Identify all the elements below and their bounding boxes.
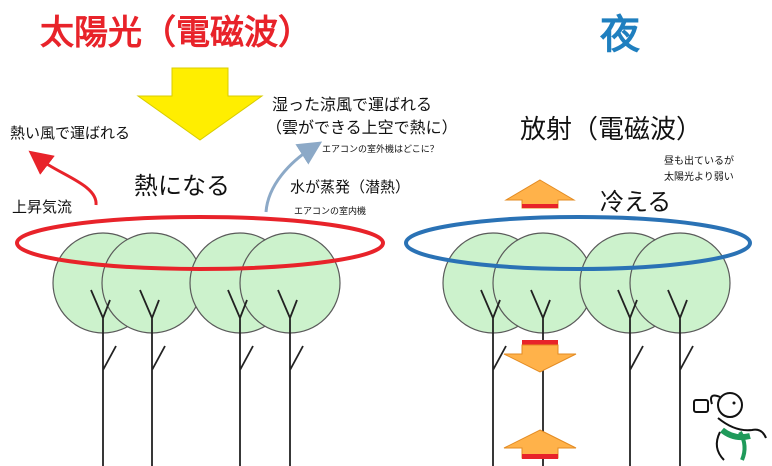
night-tree-trunk xyxy=(480,289,507,466)
night-tree-trunk xyxy=(617,289,644,466)
day-tree-trunk xyxy=(227,289,254,466)
heat-down-arrow-icon xyxy=(503,340,577,373)
radiation-up-arrow-icon xyxy=(504,179,576,209)
cool-wind-label-line2: （雲ができる上空で熱に） xyxy=(266,118,458,137)
ac-indoor-label: エアコンの室内機 xyxy=(294,205,366,217)
cool-evaporation-arrow-icon xyxy=(264,141,323,213)
night-note-line2: 太陽光より弱い xyxy=(664,170,734,183)
ground-up-arrow-icon xyxy=(503,429,577,459)
cools-label: 冷える xyxy=(600,188,671,216)
updraft-label: 上昇気流 xyxy=(12,198,72,216)
hot-updraft-arrow-icon xyxy=(28,150,98,206)
radiation-label: 放射（電磁波） xyxy=(520,115,702,145)
day-tree-trunks xyxy=(90,289,304,466)
day-title: 太陽光（電磁波） xyxy=(40,13,312,53)
night-title: 夜 xyxy=(599,12,641,58)
night-note-line1: 昼も出ているが xyxy=(664,154,734,167)
day-heat-ellipse xyxy=(15,215,385,271)
night-tree-group xyxy=(442,232,731,334)
day-tree-group xyxy=(52,232,341,334)
hot-wind-label: 熱い風で運ばれる xyxy=(10,124,130,142)
night-tree-trunks xyxy=(480,289,694,466)
night-tree-trunk xyxy=(530,289,557,466)
becomes-heat-label: 熱になる xyxy=(134,172,230,200)
day-tree-trunk xyxy=(277,289,304,466)
sun-down-arrow-icon xyxy=(136,67,264,141)
night-cool-ellipse xyxy=(404,215,752,271)
cool-wind-label-line1: 湿った涼風で運ばれる xyxy=(272,95,432,114)
evaporation-label: 水が蒸発（潜熱） xyxy=(290,178,410,196)
running-person-icon xyxy=(693,392,767,461)
ac-outdoor-label: エアコンの室外機はどこに？ xyxy=(322,143,439,155)
night-tree-trunk xyxy=(667,289,694,466)
day-tree-trunk xyxy=(139,289,166,466)
day-tree-trunk xyxy=(90,289,117,466)
